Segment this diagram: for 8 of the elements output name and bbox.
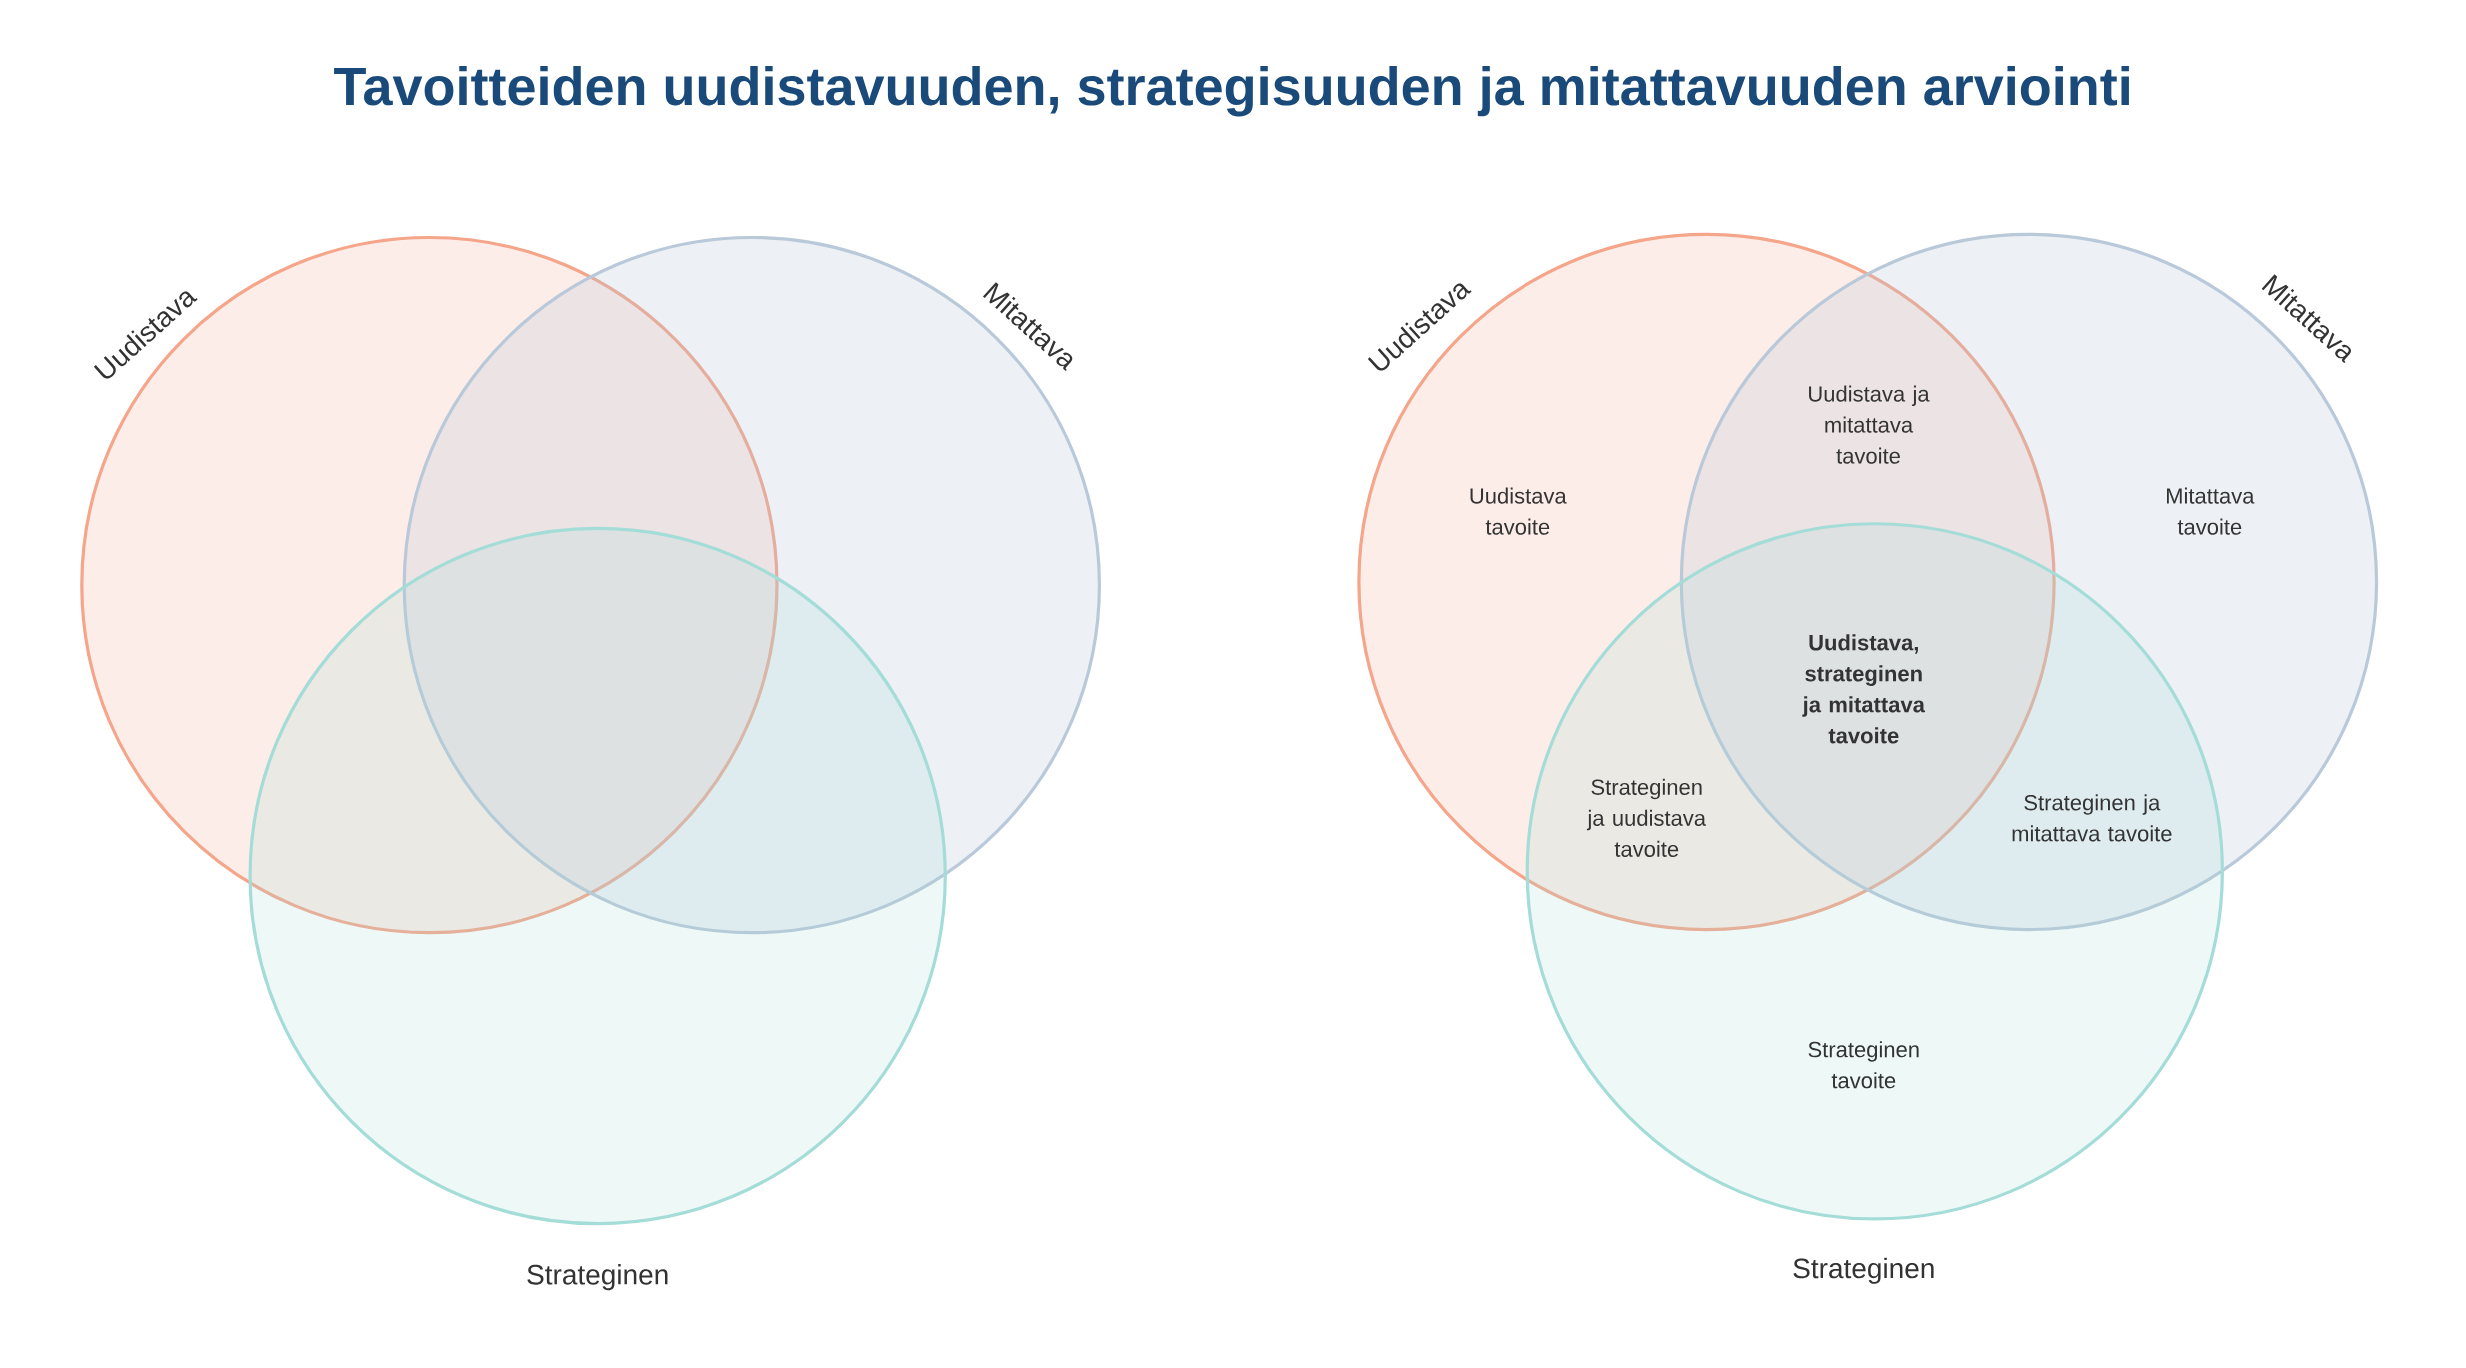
region-label: Mitattava tavoite: [2167, 487, 2255, 535]
title: Tavoitteiden uudistavuuden, strategisuuden ja mitattavuuden arviointi: [334, 65, 2129, 117]
node-label: Strateginen: [1793, 1257, 1934, 1284]
region-label: Uudistava, strateginen ja mitattava tavoite: [1802, 634, 1926, 744]
region-label: Uudistava ja mitattava tavoite: [1809, 385, 1930, 464]
region-label: Strateginen tavoite: [1808, 1041, 1919, 1089]
node-label: Strateginen: [527, 1264, 668, 1291]
region-label: Uudistava tavoite: [1470, 487, 1567, 535]
